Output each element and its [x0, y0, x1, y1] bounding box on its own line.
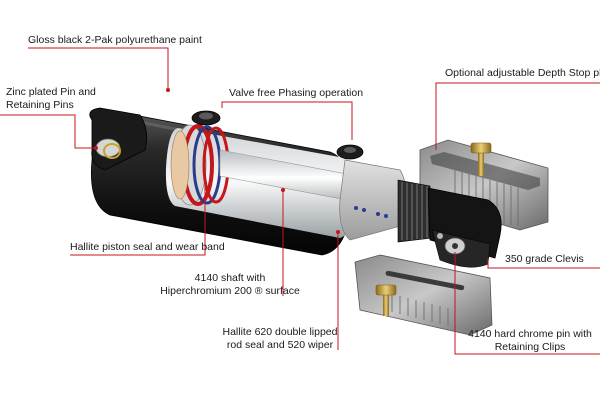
depth-stop-plate-lower — [354, 254, 493, 336]
leader-paint — [28, 47, 169, 88]
leader-valve-front — [260, 101, 353, 140]
label-shaft-line1: 4140 shaft with — [194, 272, 266, 284]
label-rod-seal-line1: Hallite 620 double lipped — [222, 326, 338, 338]
label-rod-seal-line2: rod seal and 520 wiper — [226, 339, 334, 351]
port-boss-front — [336, 144, 364, 160]
port-boss-rear — [191, 110, 221, 126]
leader-zinc-pin — [0, 114, 96, 149]
threaded-rod-end — [397, 179, 433, 243]
leader-piston-seal — [70, 172, 206, 256]
label-clevis: 350 grade Clevis — [505, 253, 584, 265]
leader-dot-zinc-pin — [94, 146, 98, 150]
leader-chrome-pin — [454, 252, 600, 355]
leader-lines — [0, 47, 600, 355]
piston-assembly — [170, 124, 230, 206]
leader-depth-stop — [435, 82, 445, 150]
label-zinc-pin: Zinc plated Pin and Retaining Pins — [6, 86, 96, 111]
rod-gland — [339, 159, 407, 241]
label-shaft-line2: Hiperchromium 200 ® surface — [160, 285, 300, 297]
leader-end-dots — [94, 88, 340, 234]
label-shaft: 4140 shaft with Hiperchromium 200 ® surf… — [160, 272, 300, 298]
leader-dot-rod-seal — [336, 230, 340, 234]
leader-dot-shaft — [281, 188, 285, 192]
leader-clevis — [487, 258, 600, 269]
label-chrome-pin-line1: 4140 hard chrome pin with — [468, 328, 592, 340]
label-chrome-pin-line2: Retaining Clips — [494, 341, 566, 353]
leader-dot-paint — [166, 88, 170, 92]
label-chrome-pin: 4140 hard chrome pin with Retaining Clip… — [462, 328, 598, 354]
label-piston-seal: Hallite piston seal and wear band — [70, 241, 225, 253]
label-rod-seal: Hallite 620 double lipped rod seal and 5… — [215, 326, 345, 352]
label-valve: Valve free Phasing operation — [229, 87, 364, 99]
label-paint: Gloss black 2-Pak polyurethane paint — [28, 34, 202, 46]
leader-valve — [221, 101, 260, 108]
label-depth-stop: Optional adjustable Depth Stop plates — [445, 67, 600, 79]
depth-stop-bolt-upper — [470, 142, 492, 176]
depth-stop-bolt-lower — [375, 284, 397, 316]
